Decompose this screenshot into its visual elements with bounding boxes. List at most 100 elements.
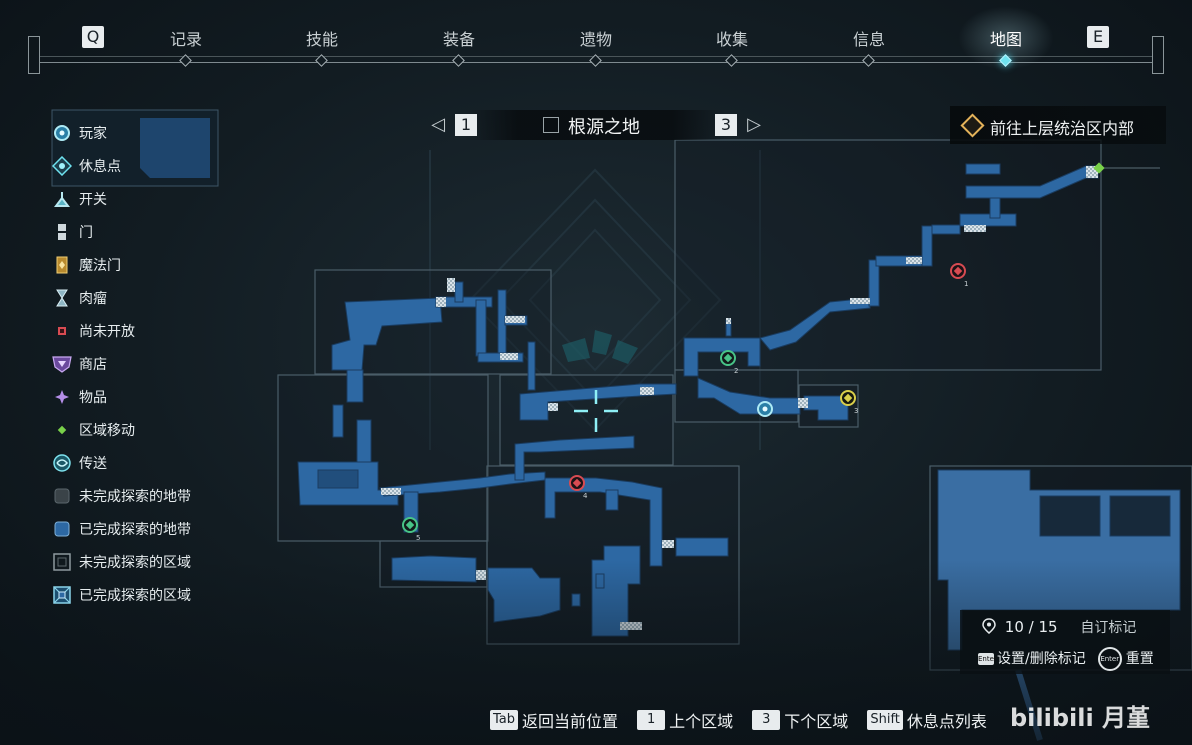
legend-label: 商店 — [79, 356, 107, 373]
background-emblem — [562, 330, 638, 364]
pin-number: 3 — [854, 407, 858, 415]
area-move-marker-icon[interactable] — [1093, 162, 1160, 174]
legend-item-switch: 开关 — [52, 182, 232, 215]
hint-rest-point-list[interactable]: 休息点列表 — [906, 712, 987, 731]
legend-label: 传送 — [79, 455, 107, 472]
player-marker-icon — [757, 401, 773, 417]
custom-marker-pin-3[interactable]: 3 — [840, 390, 858, 415]
prev-tab-key[interactable]: Q — [82, 26, 104, 48]
legend-item-player: 玩家 — [52, 116, 232, 149]
travel-destination-button[interactable]: 前往上层统治区内部 — [950, 106, 1166, 144]
legend-item-explored-area: 已完成探索的区域 — [52, 578, 232, 611]
legend-label: 休息点 — [79, 158, 121, 175]
tab-records[interactable]: 记录 — [146, 26, 226, 67]
not-yet-open-icon — [52, 321, 72, 341]
custom-marker-pin-1[interactable]: 1 — [950, 248, 968, 288]
explored-zone-icon — [52, 519, 72, 539]
marker-count-row: 10 / 15 自订标记 — [982, 617, 1136, 638]
tab-info[interactable]: 信息 — [829, 26, 909, 67]
custom-marker-pin-2[interactable]: 2 — [720, 350, 738, 375]
custom-marker-pin-4[interactable]: 4 — [569, 475, 588, 500]
chevron-right-icon[interactable]: ▷ — [747, 114, 761, 135]
legend-label: 已完成探索的地带 — [79, 521, 191, 538]
pin-number: 2 — [734, 367, 738, 375]
legend-label: 玩家 — [79, 125, 107, 142]
legend-item-magic-door: 魔法门 — [52, 248, 232, 281]
marker-count-label: 自订标记 — [1080, 620, 1137, 636]
tab-bar-left-cap — [28, 36, 40, 74]
tab-equipment[interactable]: 装备 — [419, 26, 499, 67]
area-status-icon — [543, 117, 559, 133]
tab-bar-right-cap — [1152, 36, 1164, 74]
unexplored-zone-icon — [52, 486, 72, 506]
tab-label: 收集 — [715, 30, 748, 49]
legend-item-teleport: 传送 — [52, 446, 232, 479]
pin-number: 1 — [964, 280, 968, 288]
legend-label: 未完成探索的区域 — [79, 554, 191, 571]
legend-label: 已完成探索的区域 — [79, 587, 191, 604]
pin-number: 5 — [416, 534, 420, 542]
legend-label: 尚未开放 — [79, 323, 135, 340]
unexplored-area-icon — [52, 552, 72, 572]
location-pin-icon — [982, 617, 996, 638]
next-area-key[interactable]: 3 — [715, 114, 737, 136]
enter-key-icon[interactable]: Enter — [978, 653, 997, 665]
hint-prev-area[interactable]: 上个区域 — [669, 712, 734, 731]
tab-key[interactable]: Tab — [490, 710, 519, 730]
legend-label: 未完成探索的地带 — [79, 488, 191, 505]
legend-item-shop: 商店 — [52, 347, 232, 380]
tab-skills[interactable]: 技能 — [282, 26, 362, 67]
legend-item-explored-zone: 已完成探索的地带 — [52, 512, 232, 545]
flesh-tumor-icon — [52, 288, 72, 308]
hint-next-area[interactable]: 下个区域 — [784, 712, 849, 731]
travel-diamond-icon — [960, 113, 985, 138]
legend-item-item: 物品 — [52, 380, 232, 413]
legend-label: 物品 — [79, 389, 107, 406]
tab-label: 地图 — [989, 30, 1022, 49]
area-name: 根源之地 — [568, 117, 640, 138]
tab-label: 遗物 — [579, 30, 612, 49]
tab-map[interactable]: 地图 — [958, 6, 1054, 70]
area-header-band — [465, 110, 725, 140]
switch-icon — [52, 189, 72, 209]
next-tab-key[interactable]: E — [1087, 26, 1109, 48]
minimap-strip — [51, 109, 219, 187]
tab-collection[interactable]: 收集 — [692, 26, 772, 67]
legend-label: 肉瘤 — [79, 290, 107, 307]
player-icon — [52, 123, 72, 143]
magic-door-icon — [52, 255, 72, 275]
travel-label: 前往上层统治区内部 — [990, 119, 1135, 138]
area-move-icon — [52, 420, 72, 440]
key-1[interactable]: 1 — [637, 710, 666, 730]
tab-label: 技能 — [305, 30, 338, 49]
rest-point-icon — [52, 155, 72, 176]
reset-label[interactable]: 重置 — [1125, 651, 1154, 667]
hint-return-current[interactable]: 返回当前位置 — [522, 712, 619, 731]
tab-label: 信息 — [852, 30, 885, 49]
custom-marker-pin-5[interactable]: 5 — [402, 517, 420, 542]
legend-label: 门 — [79, 224, 93, 241]
key-3[interactable]: 3 — [752, 710, 781, 730]
set-delete-marker-label[interactable]: 设置/删除标记 — [997, 651, 1086, 667]
legend-item-unexplored-zone: 未完成探索的地带 — [52, 479, 232, 512]
enter-round-key-icon[interactable]: Enter — [1097, 647, 1122, 671]
area-selector: ◁ 1 根源之地 3 ▷ — [425, 108, 765, 142]
explored-area-icon — [52, 585, 72, 605]
chevron-left-icon[interactable]: ◁ — [431, 114, 445, 135]
legend-item-flesh-tumor: 肉瘤 — [52, 281, 232, 314]
legend-label: 开关 — [79, 191, 107, 208]
shift-key[interactable]: Shift — [867, 710, 903, 730]
map-cursor-crosshair[interactable] — [574, 390, 618, 432]
legend-label: 魔法门 — [79, 257, 121, 274]
legend-item-unexplored-area: 未完成探索的区域 — [52, 545, 232, 578]
tab-label: 记录 — [169, 30, 202, 49]
map-legend: 玩家 休息点 开关 门 魔法门 肉瘤 尚未开放 商店 物品 区域移动 传送 — [52, 116, 232, 611]
prev-area-key[interactable]: 1 — [455, 114, 477, 136]
legend-label: 区域移动 — [79, 422, 135, 439]
legend-item-area-move: 区域移动 — [52, 413, 232, 446]
tab-relics[interactable]: 遗物 — [556, 26, 636, 67]
legend-item-door: 门 — [52, 215, 232, 248]
